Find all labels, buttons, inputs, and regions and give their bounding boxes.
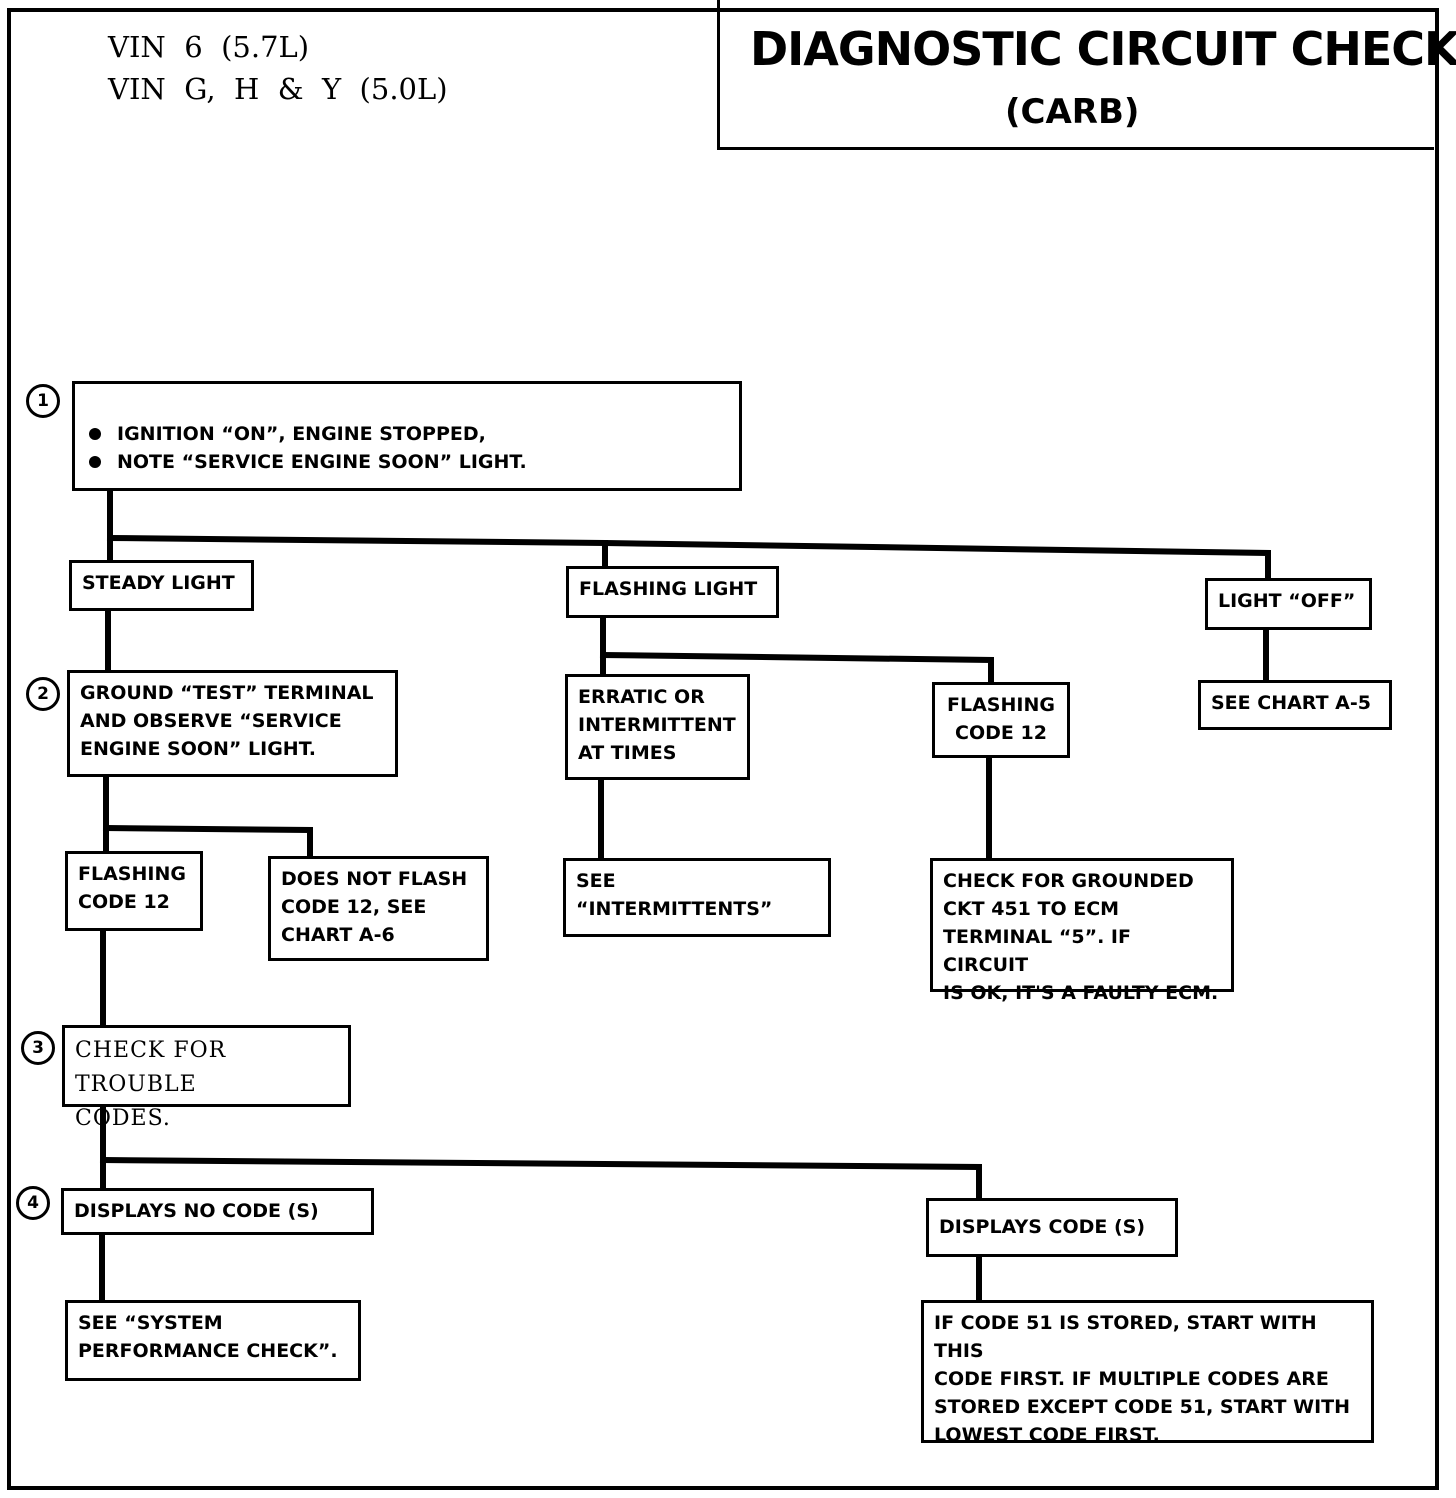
title-block: DIAGNOSTIC CIRCUIT CHECK (CARB) bbox=[717, 0, 1456, 150]
instruction-item: IGNITION “ON”, ENGINE STOPPED, bbox=[85, 420, 729, 448]
see-chart-a5-box: SEE CHART A-5 bbox=[1198, 680, 1392, 730]
see-system-performance-box: SEE “SYSTEM PERFORMANCE CHECK”. bbox=[65, 1300, 361, 1381]
flashing-light-box: FLASHING LIGHT bbox=[566, 566, 779, 618]
does-not-flash-box: DOES NOT FLASH CODE 12, SEE CHART A-6 bbox=[268, 856, 489, 961]
displays-code-box: DISPLAYS CODE (S) bbox=[926, 1198, 1178, 1257]
page-title: DIAGNOSTIC CIRCUIT CHECK bbox=[750, 22, 1456, 76]
connector-flashing-branch bbox=[599, 651, 994, 687]
displays-no-code-box: DISPLAYS NO CODE (S) bbox=[61, 1188, 374, 1235]
instruction-item: NOTE “SERVICE ENGINE SOON” LIGHT. bbox=[85, 448, 729, 476]
step-marker-2: 2 bbox=[26, 677, 60, 711]
check-trouble-codes-box: CHECK FOR TROUBLE CODES. bbox=[62, 1025, 351, 1131]
check-grounded-box: CHECK FOR GROUNDED CKT 451 TO ECM TERMIN… bbox=[930, 858, 1234, 1004]
start-instructions: IGNITION “ON”, ENGINE STOPPED, NOTE “SER… bbox=[85, 420, 729, 476]
start-box: IGNITION “ON”, ENGINE STOPPED, NOTE “SER… bbox=[72, 381, 742, 491]
step-marker-1: 1 bbox=[26, 384, 60, 418]
step-marker-4: 4 bbox=[16, 1186, 50, 1220]
flashing-code12-left-box: FLASHING CODE 12 bbox=[65, 851, 203, 931]
if-code-51-box: IF CODE 51 IS STORED, START WITH THIS CO… bbox=[921, 1300, 1374, 1446]
page-border bbox=[7, 8, 1439, 1490]
connector-ground-branch bbox=[102, 824, 313, 861]
page-subtitle: (CARB) bbox=[1005, 92, 1140, 132]
vin-line-1: VIN 6 (5.7L) bbox=[108, 30, 310, 64]
flashing-code12-right-box: FLASHING CODE 12 bbox=[932, 682, 1070, 758]
light-off-box: LIGHT “OFF” bbox=[1205, 578, 1372, 630]
connector-trouble-branch bbox=[99, 1156, 982, 1203]
connector-top-branch bbox=[106, 534, 1271, 583]
see-intermittents-box: SEE “INTERMITTENTS” bbox=[563, 858, 831, 937]
steady-light-box: STEADY LIGHT bbox=[69, 560, 254, 611]
erratic-box: ERRATIC OR INTERMITTENT AT TIMES bbox=[565, 674, 750, 780]
vin-line-2: VIN G, H & Y (5.0L) bbox=[108, 72, 448, 106]
step-marker-3: 3 bbox=[21, 1031, 55, 1065]
ground-test-box: GROUND “TEST” TERMINAL AND OBSERVE “SERV… bbox=[67, 670, 398, 777]
